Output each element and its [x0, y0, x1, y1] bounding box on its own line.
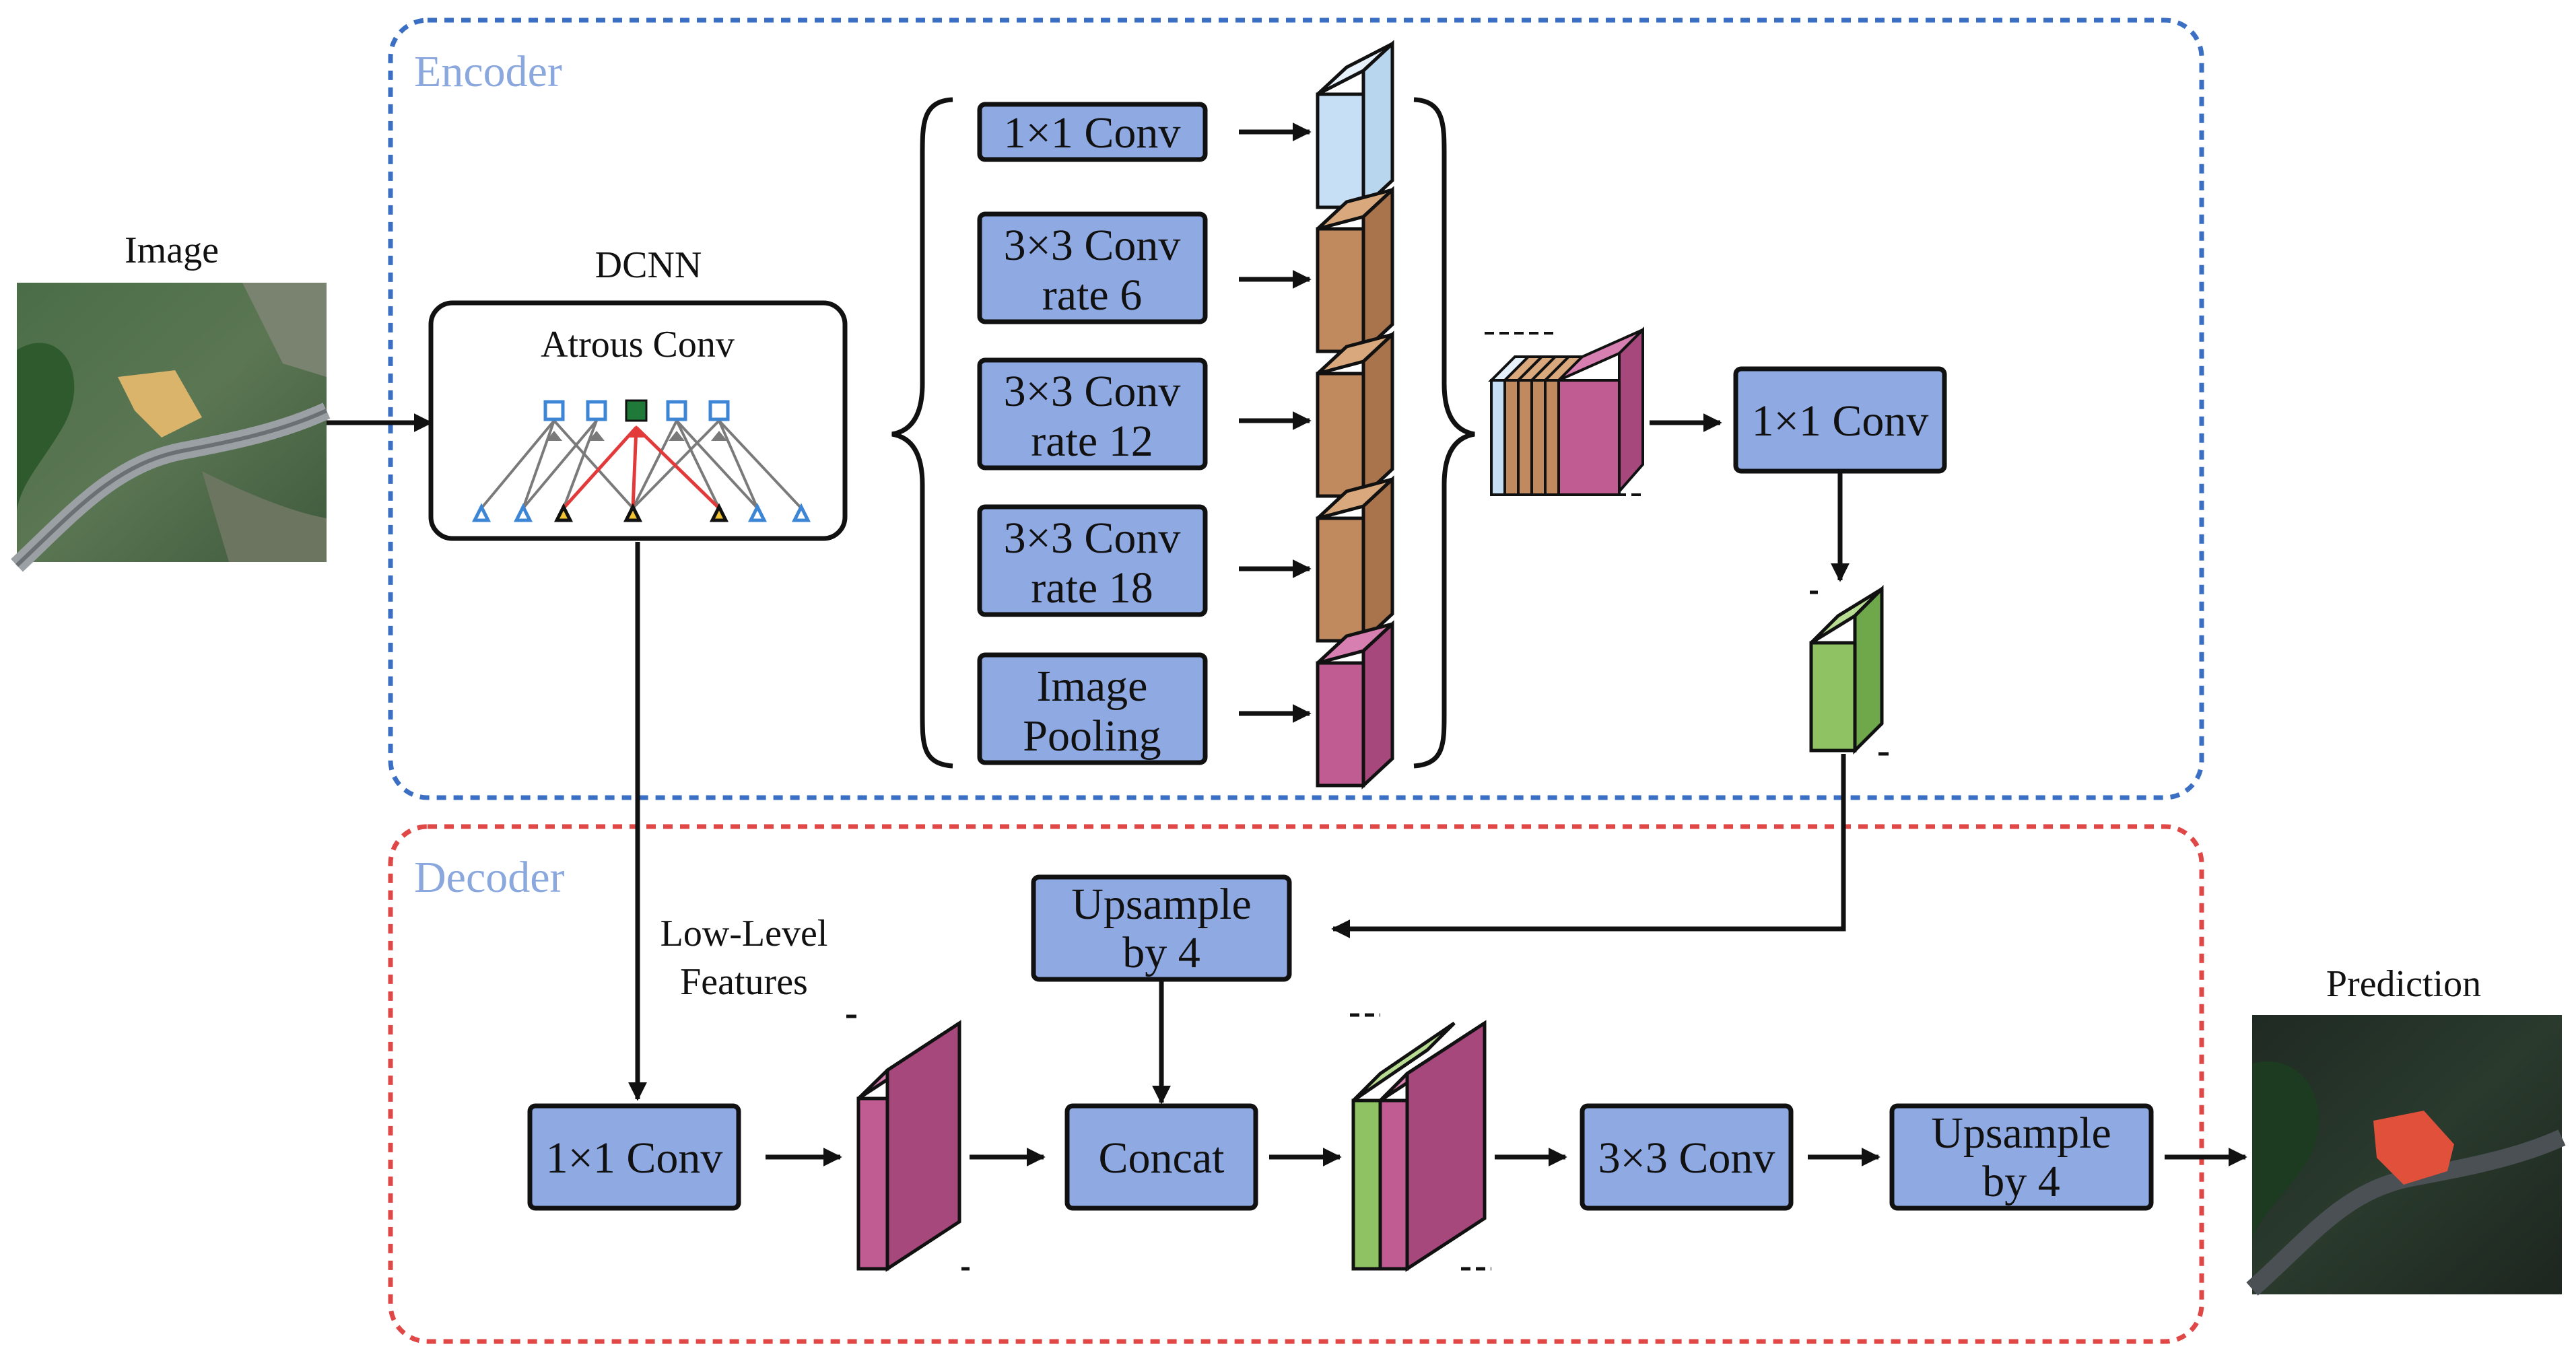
feature-map-brown-rate6 [1316, 186, 1394, 355]
decoder-conv1x1-label: 1×1 Conv [546, 1133, 723, 1183]
prediction-label: Prediction [2326, 963, 2481, 1005]
aspp-conv1x1-button: 1×1 Conv [977, 102, 1208, 162]
upsample-top-line2: by 4 [1122, 928, 1200, 977]
aspp-rate18-line1: 3×3 Conv [1004, 514, 1181, 563]
feature-map-magenta-pooling [1316, 620, 1394, 790]
encoder-conv1x1-box: 1×1 Conv [1733, 366, 1947, 474]
upsample-final-line1: Upsample [1931, 1109, 2111, 1158]
low-level-label-line1: Low-Level [660, 913, 828, 954]
aspp-image-pooling-box: Image Pooling [977, 652, 1208, 765]
atrous-conv-illustration [471, 399, 811, 522]
atrous-conv-label: Atrous Conv [541, 324, 735, 365]
aspp-conv3x3-rate18-box: 3×3 Conv rate 18 [977, 504, 1208, 617]
aspp-rate6-line1: 3×3 Conv [1004, 221, 1181, 270]
encoder-title: Encoder [414, 47, 562, 96]
aspp-rate6-line2: rate 6 [1042, 271, 1142, 320]
decoder-upsample-final-box: Upsample by 4 [1889, 1103, 2154, 1211]
aspp-conv3x3-rate6-box: 3×3 Conv rate 6 [977, 211, 1208, 324]
decoder-concat-label: Concat [1099, 1133, 1225, 1183]
concatenated-feature-stack [1485, 326, 1644, 496]
encoder-region [388, 18, 2204, 800]
aspp-rate12-line1: 3×3 Conv [1004, 367, 1181, 416]
aspp-left-brace [891, 97, 953, 769]
feature-map-brown-rate12 [1316, 330, 1394, 500]
aspp-conv3x3-rate12-box: 3×3 Conv rate 12 [977, 357, 1208, 470]
aspp-pooling-line1: Image [1037, 662, 1148, 711]
decoder-conv1x1-box: 1×1 Conv [527, 1103, 741, 1211]
decoder-concat-feature-stack [1350, 1013, 1491, 1272]
feature-map-blue [1316, 40, 1394, 211]
aspp-conv1x1-label: 1×1 Conv [1004, 108, 1181, 158]
image-label: Image [125, 230, 219, 271]
decoder-conv3x3-box: 3×3 Conv [1580, 1103, 1794, 1211]
decoder-conv3x3-label: 3×3 Conv [1598, 1133, 1775, 1183]
prediction-image [2246, 1015, 2566, 1296]
arrow-encoder-to-upsample [1331, 754, 1846, 938]
dcnn-label: DCNN [595, 244, 702, 286]
decoder-concat-box: Concat [1064, 1103, 1258, 1211]
decoder-low-level-feature [846, 1014, 970, 1272]
aspp-right-brace [1413, 97, 1475, 769]
decoder-region [388, 824, 2204, 1344]
decoder-title: Decoder [414, 853, 565, 902]
input-satellite-image [11, 283, 331, 572]
feature-map-brown-rate18 [1316, 475, 1394, 645]
encoder-output-feature [1809, 584, 1889, 756]
decoder-upsample-top-box: Upsample by 4 [1031, 874, 1292, 982]
aspp-pooling-line2: Pooling [1023, 711, 1161, 761]
encoder-conv1x1-label: 1×1 Conv [1752, 396, 1929, 446]
aspp-rate18-line2: rate 18 [1031, 563, 1153, 613]
upsample-top-line1: Upsample [1071, 880, 1252, 929]
aspp-rate12-line2: rate 12 [1031, 417, 1153, 466]
upsample-final-line2: by 4 [1982, 1157, 2060, 1206]
low-level-label-line2: Features [680, 961, 808, 1003]
